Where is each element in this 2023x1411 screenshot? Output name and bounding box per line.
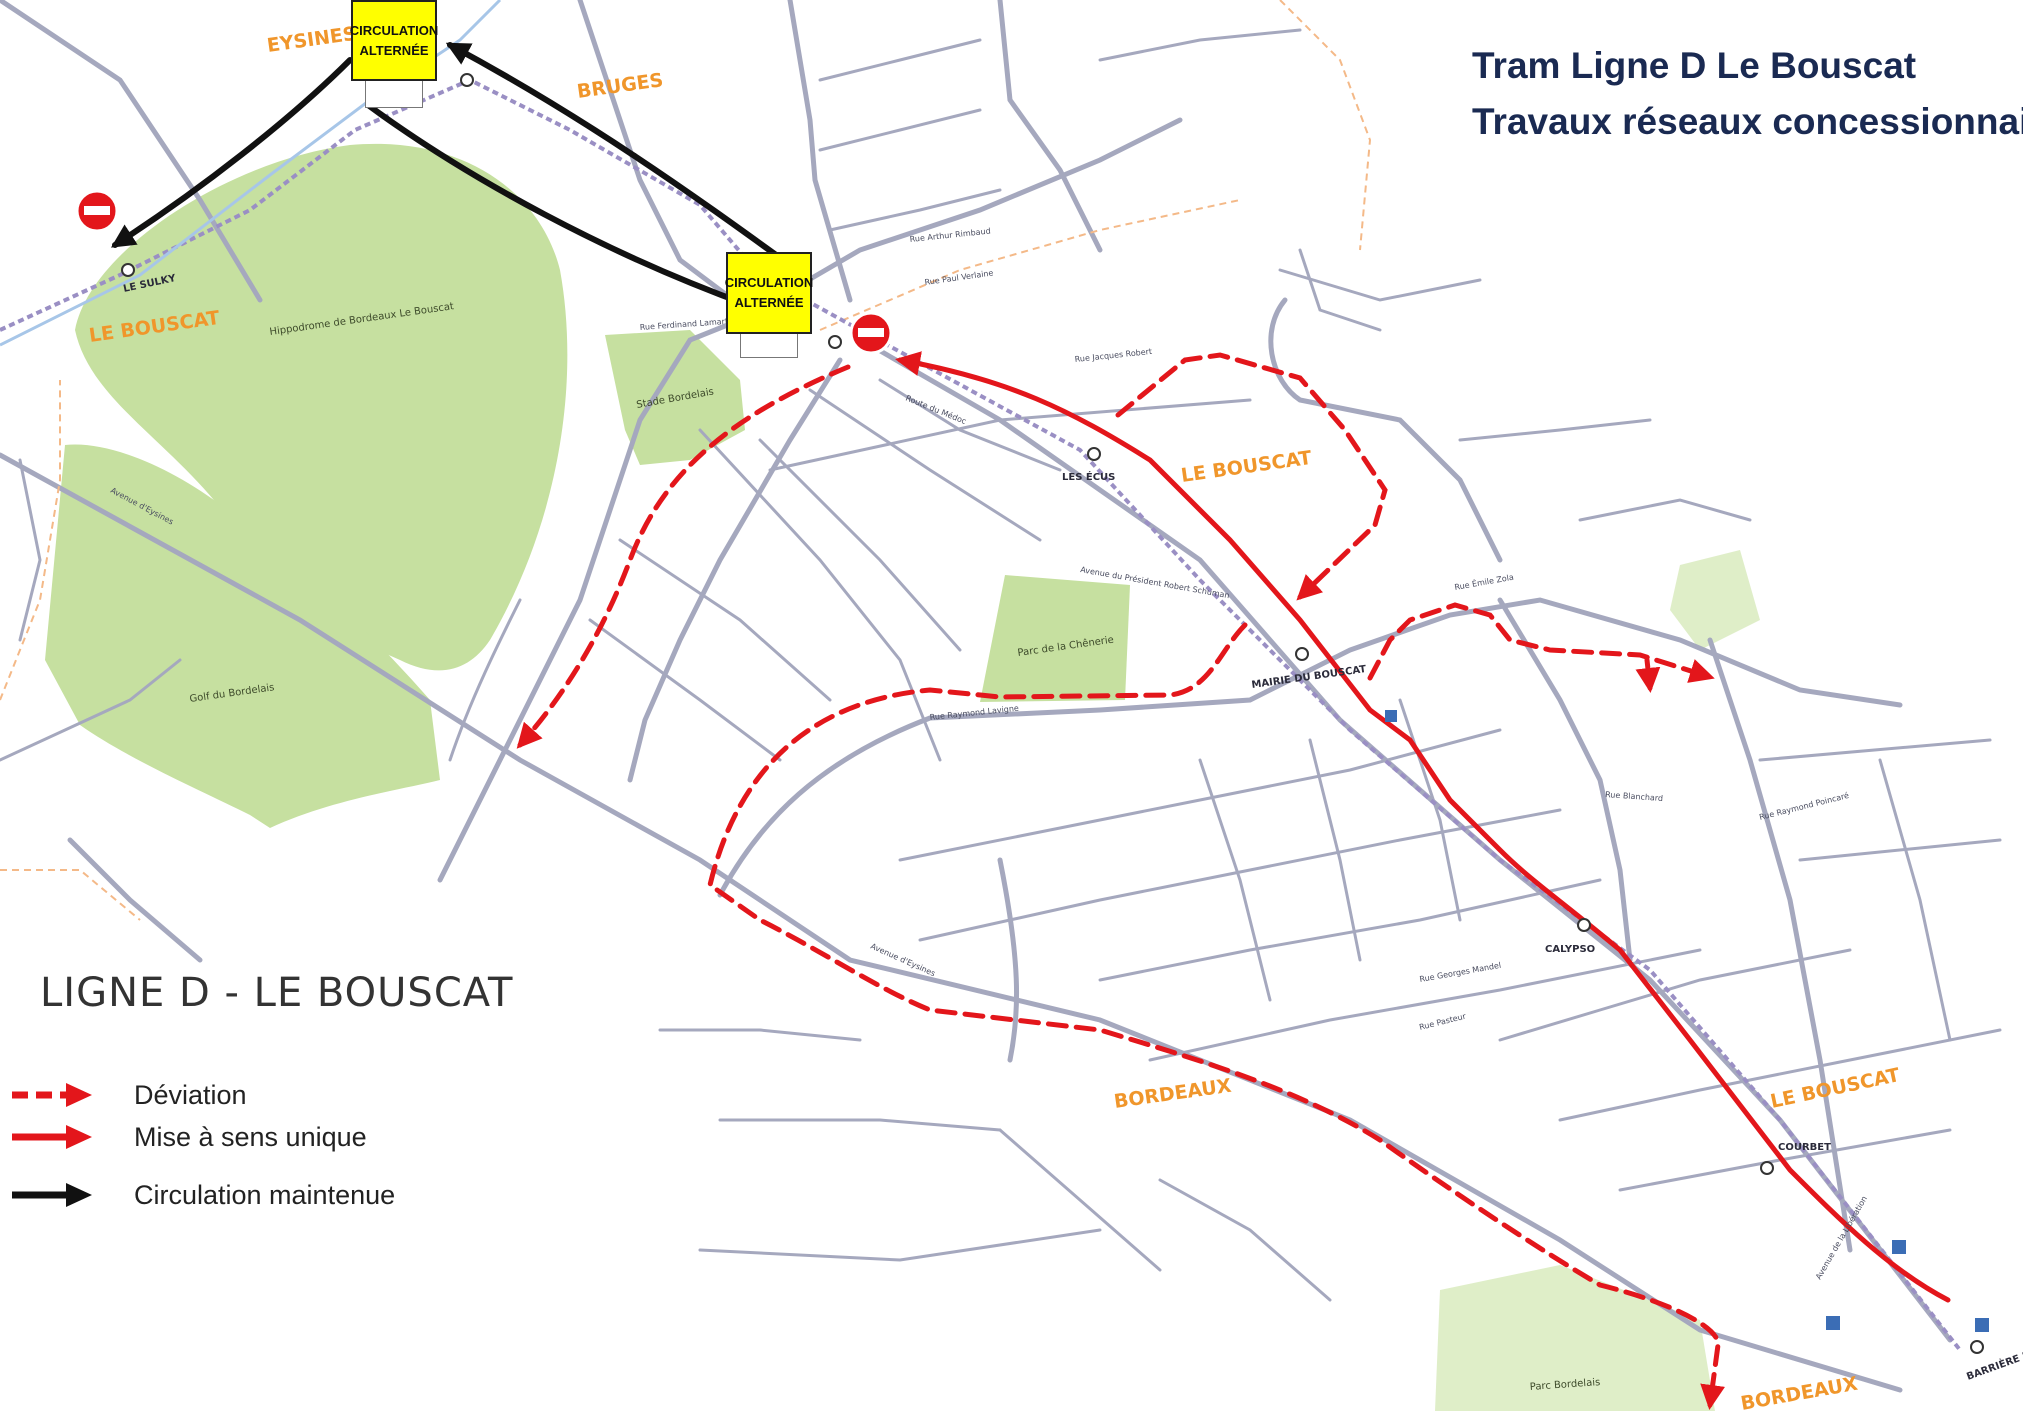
sign-middle-line2: ALTERNÉE xyxy=(734,295,804,310)
tram-station-icon xyxy=(1295,647,1309,661)
dashed-red-arrow-icon xyxy=(12,1083,92,1107)
no-entry-icon xyxy=(75,189,119,233)
legend-label-deviation: Déviation xyxy=(134,1080,247,1110)
commune-boundaries xyxy=(0,0,1372,921)
sign-top-line2: ALTERNÉE xyxy=(359,42,429,58)
title-line-1: Tram Ligne D Le Bouscat xyxy=(1472,45,1917,86)
hippodrome-park xyxy=(75,143,568,671)
station-courbet: COURBET xyxy=(1778,1142,1831,1153)
tram-station-icons xyxy=(121,73,1984,1354)
tram-station-icon xyxy=(1087,447,1101,461)
deviation-routes xyxy=(516,352,1726,1410)
legend-title: LIGNE D - LE BOUSCAT xyxy=(40,970,514,1016)
golf-park xyxy=(45,444,440,828)
sign-top-line1: CIRCULATION xyxy=(349,22,439,38)
solid-black-arrow-icon xyxy=(12,1183,92,1207)
tram-station-icon xyxy=(828,335,842,349)
station-calypso: CALYPSO xyxy=(1545,944,1595,955)
sign-middle-line1: CIRCULATION xyxy=(724,275,814,290)
legend-item-one-way: Mise à sens unique xyxy=(0,1118,500,1158)
legend-item-deviation: Déviation xyxy=(0,1076,500,1116)
street-label: Rue Blanchard xyxy=(1605,790,1664,803)
chenerie-park xyxy=(980,575,1130,702)
parking-icons xyxy=(1385,710,1989,1332)
tram-line-d-west xyxy=(0,0,502,347)
one-way-route xyxy=(895,351,1951,1303)
legend-label-maintained: Circulation maintenue xyxy=(134,1180,396,1210)
sign-circulation-alternee-middle: CIRCULATION ALTERNÉE xyxy=(724,252,814,334)
solid-red-arrow-icon xyxy=(12,1125,92,1149)
sign-middle-post xyxy=(740,330,798,358)
tram-station-icon xyxy=(1577,918,1591,932)
legend-item-maintained: Circulation maintenue xyxy=(0,1176,500,1216)
sign-top-post xyxy=(365,80,423,108)
tram-station-icon xyxy=(460,73,474,87)
parking-icon xyxy=(1975,1318,1989,1332)
east-park xyxy=(1670,550,1760,650)
tram-station-icon xyxy=(1970,1340,1984,1354)
parking-icon xyxy=(1892,1240,1906,1254)
stade-park xyxy=(605,330,745,465)
parc-bordelais xyxy=(1435,1265,1715,1411)
parking-icon xyxy=(1826,1316,1840,1330)
title-line-2: Travaux réseaux concessionnaires xyxy=(1472,101,2023,142)
place-parc-bordelais: Parc Bordelais xyxy=(1529,1377,1600,1393)
station-les-ecus: LES ÉCUS xyxy=(1062,470,1115,483)
maintained-routes xyxy=(110,42,793,308)
map-title: Tram Ligne D Le Bouscat Travaux réseaux … xyxy=(1472,38,2023,150)
tram-station-icon xyxy=(121,263,135,277)
parking-icon xyxy=(1385,710,1397,722)
tram-station-icon xyxy=(1760,1161,1774,1175)
sign-circulation-alternee-top: CIRCULATION ALTERNÉE xyxy=(349,0,439,81)
no-entry-icon xyxy=(849,311,893,355)
legend-label-one-way: Mise à sens unique xyxy=(134,1122,367,1152)
